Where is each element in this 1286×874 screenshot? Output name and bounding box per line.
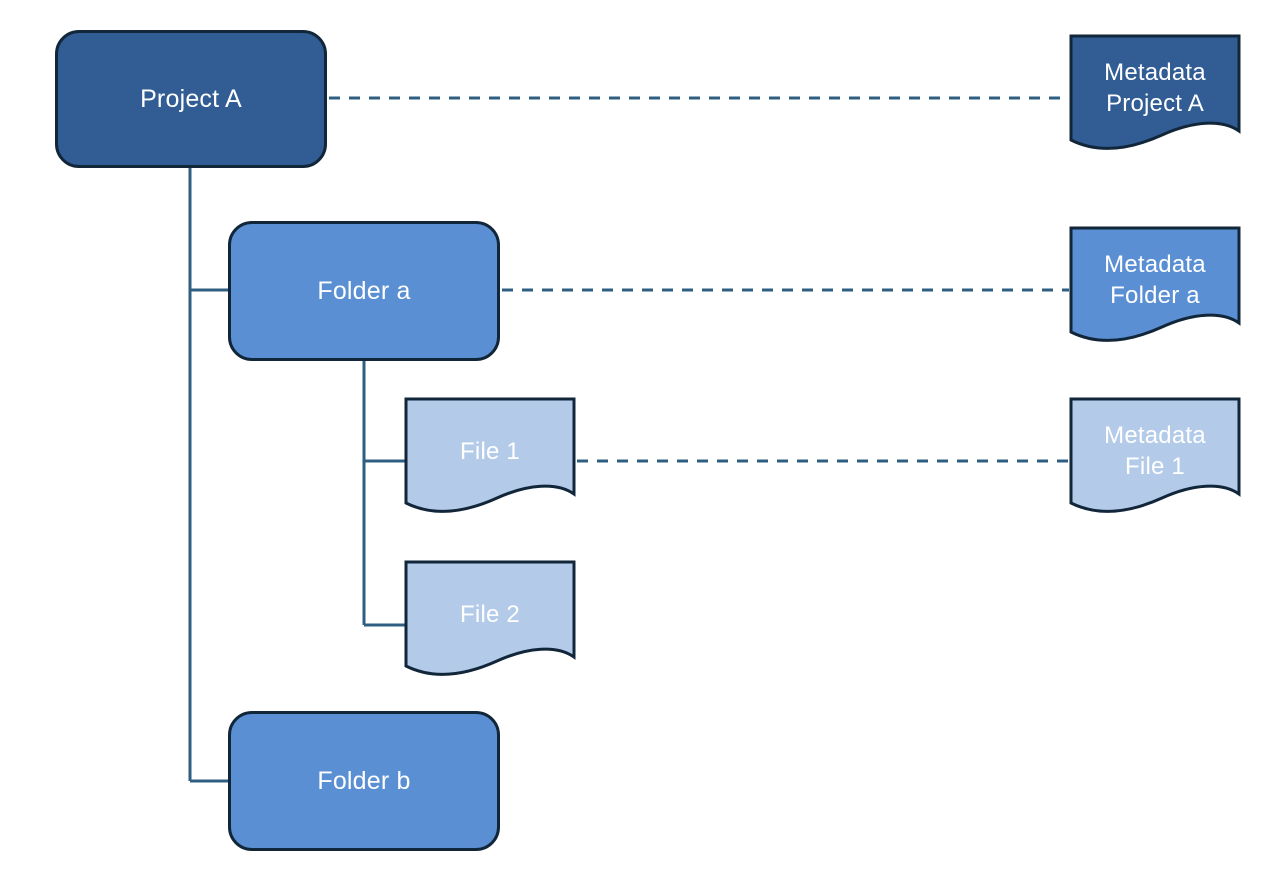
node-file-2-label: File 2 bbox=[460, 600, 520, 628]
document-shape-icon bbox=[1069, 397, 1241, 513]
document-shape-icon bbox=[404, 560, 576, 676]
document-shape-icon bbox=[404, 397, 576, 513]
document-shape-icon bbox=[1069, 34, 1241, 150]
document-shape-icon bbox=[1069, 226, 1241, 342]
node-file-1: File 1 bbox=[404, 397, 576, 525]
node-metadata-folder-a-line1: Metadata bbox=[1104, 251, 1206, 278]
node-metadata-file-1-line1: Metadata bbox=[1104, 422, 1206, 449]
node-metadata-project-a: Metadata Project A bbox=[1069, 34, 1241, 162]
node-metadata-folder-a: Metadata Folder a bbox=[1069, 226, 1241, 354]
node-folder-b-label: Folder b bbox=[317, 766, 411, 795]
node-metadata-project-a-line2: Project A bbox=[1106, 90, 1204, 117]
node-metadata-project-a-line1: Metadata bbox=[1104, 59, 1206, 86]
node-metadata-file-1-line2: File 1 bbox=[1125, 453, 1185, 480]
node-metadata-file-1: Metadata File 1 bbox=[1069, 397, 1241, 525]
node-metadata-folder-a-line2: Folder a bbox=[1110, 282, 1200, 309]
node-project-a: Project A bbox=[55, 30, 327, 168]
node-folder-a-label: Folder a bbox=[317, 276, 411, 305]
node-project-a-label: Project A bbox=[140, 84, 242, 113]
node-folder-a: Folder a bbox=[228, 221, 500, 361]
node-folder-b: Folder b bbox=[228, 711, 500, 851]
node-file-1-label: File 1 bbox=[460, 437, 520, 465]
node-file-2: File 2 bbox=[404, 560, 576, 688]
